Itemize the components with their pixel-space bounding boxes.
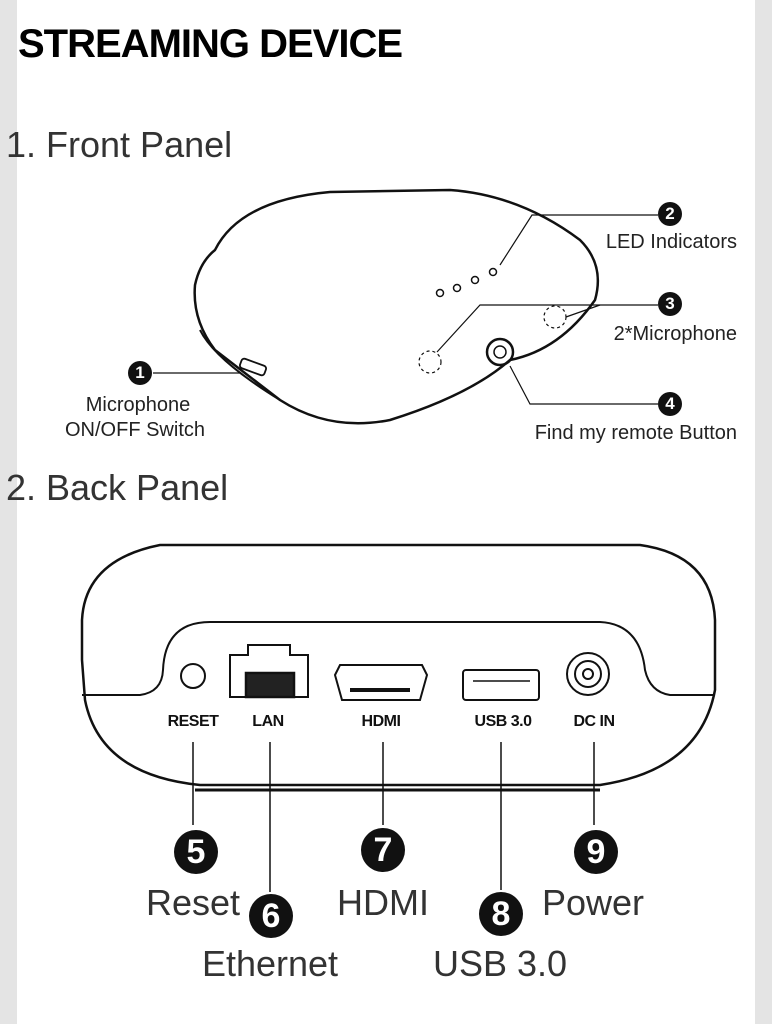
label-usb: USB 3.0 xyxy=(432,943,568,984)
callout-badge-1: 1 xyxy=(128,361,152,385)
callout-badge-9: 9 xyxy=(574,830,618,874)
port-label-reset: RESET xyxy=(167,713,219,730)
callout-badge-8: 8 xyxy=(479,892,523,936)
label-onoff-switch: ON/OFF Switch xyxy=(64,419,206,441)
callout-badge-7: 7 xyxy=(361,828,405,872)
page-title: STREAMING DEVICE xyxy=(18,22,403,66)
port-label-usb: USB 3.0 xyxy=(474,713,532,730)
port-label-lan: LAN xyxy=(252,713,284,730)
callout-badge-3: 3 xyxy=(658,292,682,316)
label-power: Power xyxy=(541,882,645,923)
section-back-panel: 2. Back Panel xyxy=(6,467,229,508)
front-leader-lines xyxy=(153,214,658,405)
label-find-remote: Find my remote Button xyxy=(534,422,737,444)
label-microphones: 2*Microphone xyxy=(613,323,737,345)
port-label-dcin: DC IN xyxy=(573,713,615,730)
right-margin xyxy=(755,0,772,1024)
callout-badge-6: 6 xyxy=(249,894,293,938)
back-leader-lines xyxy=(192,742,595,892)
label-microphone: Microphone xyxy=(85,394,191,416)
back-device-illustration xyxy=(80,543,717,792)
callout-badge-4: 4 xyxy=(658,392,682,416)
left-margin xyxy=(0,0,17,1024)
label-reset: Reset xyxy=(145,882,241,923)
label-hdmi: HDMI xyxy=(337,882,429,923)
callout-badge-2: 2 xyxy=(658,202,682,226)
front-device-illustration xyxy=(193,188,600,425)
section-front-panel: 1. Front Panel xyxy=(6,124,233,165)
label-led-indicators: LED Indicators xyxy=(605,231,737,253)
label-ethernet: Ethernet xyxy=(201,943,339,984)
callout-badge-5: 5 xyxy=(174,830,218,874)
port-label-hdmi: HDMI xyxy=(361,713,401,730)
